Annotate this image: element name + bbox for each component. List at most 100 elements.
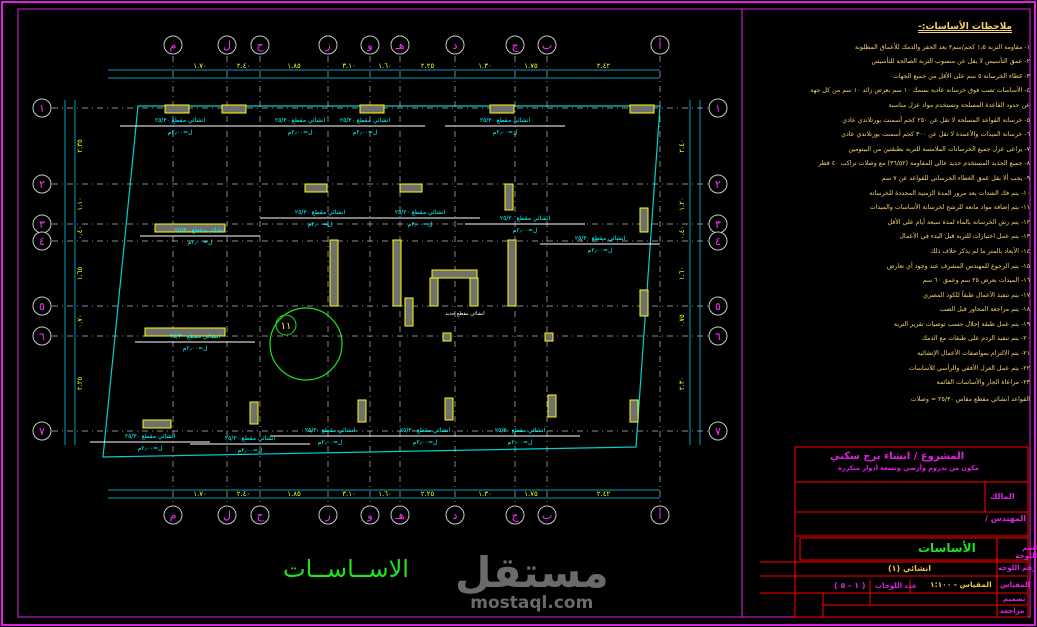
axis-bubble[interactable] — [360, 505, 380, 525]
axis-bubble[interactable] — [250, 35, 270, 55]
left-dimension: ٠.٤٠ — [76, 226, 84, 240]
right-dimension: ١.٢٠ — [678, 197, 686, 211]
footing-length: ل=٢٫٠٠م — [308, 221, 333, 228]
row-axis-label: ٦ — [39, 330, 45, 343]
note-item: ٣- غطاء الخرسانة ٥ سم على الأقل من جميع … — [892, 72, 1030, 80]
footing-label: انشائي مقطع ٢٥/٣٠ — [155, 117, 206, 124]
project-subtitle: مكون من بدروم وأرضي وتسعة أدوار متكررة — [838, 464, 979, 472]
axis-bubble[interactable] — [250, 505, 270, 525]
row-axis-label: ٢ — [39, 178, 45, 191]
bottom-dimension: ١.٨٥ — [287, 490, 301, 498]
footing — [249, 401, 259, 425]
right-dimension: ٢.٣٠ — [678, 377, 686, 391]
footing-length: ل=٢٫٠٠م — [413, 439, 438, 446]
axis-bubble[interactable] — [505, 505, 525, 525]
footings: انشائي مقطع ٢٥/٣٠ ل=٢٫٠٠م انشائي مقطع ٢٥/٣… — [90, 104, 660, 454]
column-axis-label: هـ — [394, 39, 404, 52]
axis-bubble[interactable] — [32, 296, 52, 316]
column-axis-label: د — [453, 39, 458, 52]
footing — [359, 104, 385, 114]
footing-length: ل=٢٫٠٠م — [353, 129, 378, 136]
footing-length: ل=٢٫٠٠م — [513, 227, 538, 234]
column-axis-label: ز — [324, 509, 330, 522]
right-dimension: ٢.٤٠ — [678, 139, 686, 153]
center-note: انشائي مقطع جديد — [445, 311, 484, 317]
axis-bubble[interactable] — [32, 326, 52, 346]
footing-label: انشائي مقطع ٢٥/٣٠ — [340, 117, 391, 124]
footing-label: انشائي مقطع ٢٥/٣٠ — [175, 227, 226, 234]
row-axis-label: ٦ — [715, 330, 721, 343]
top-dimension: ١.٦٠ — [378, 62, 392, 70]
column-axis-label: ز — [324, 39, 330, 52]
top-dimension: ٣.١٠ — [342, 62, 356, 70]
axis-bubble[interactable] — [650, 505, 670, 525]
column-axis-label: ب — [542, 39, 552, 52]
axis-bubble[interactable] — [708, 98, 728, 118]
left-dimension: ٢.٢٥ — [76, 377, 84, 391]
column-axis-label: و — [366, 509, 372, 522]
note-item: ٨- جميع الحديد المستخدم حديد عالي المقاو… — [818, 160, 1030, 168]
axis-bubble[interactable] — [445, 35, 465, 55]
note-item: ١٨- يتم مراجعة المحاور قبل الصب — [939, 306, 1030, 314]
left-dimension: ١.٦٥ — [76, 267, 84, 281]
axis-bubble[interactable] — [708, 231, 728, 251]
axis-bubble[interactable] — [708, 421, 728, 441]
axis-bubble[interactable] — [537, 505, 557, 525]
axis-bubble[interactable] — [708, 326, 728, 346]
axis-bubble[interactable] — [650, 35, 670, 55]
drawing-name-label: اسم اللوحة — [1015, 544, 1037, 560]
left-dimension: ٠.٧٠ — [76, 314, 84, 328]
top-dimension: ١.٨٥ — [287, 62, 301, 70]
axis-bubble[interactable] — [360, 35, 380, 55]
footing — [329, 239, 339, 307]
detail-number-bubble[interactable] — [275, 314, 297, 336]
note-item: ١٥- يتم الرجوع للمهندس المشرف عند وجود أ… — [886, 262, 1030, 270]
footing-label: انشائي مقطع ٢٥/٣٠ — [495, 427, 546, 434]
notes-footnote: القواعد انشائي مقطع مقاس ٢٥/٣٠ = وصلات — [910, 395, 1030, 403]
axis-bubble[interactable] — [32, 174, 52, 194]
axis-bubble[interactable] — [32, 231, 52, 251]
footing-label: انشائي مقطع ٢٥/٣٠ — [275, 117, 326, 124]
axis-bubble[interactable] — [445, 505, 465, 525]
column-axis-label: ج — [511, 39, 519, 52]
detail-callout-circle[interactable] — [269, 307, 343, 381]
axis-bubble[interactable] — [32, 421, 52, 441]
footing — [304, 183, 328, 193]
footing-length: ل=٢٫٠٠م — [183, 345, 208, 352]
footing — [444, 397, 454, 421]
footing — [629, 104, 655, 114]
footing — [392, 239, 402, 307]
axis-bubble[interactable] — [318, 505, 338, 525]
footing — [144, 327, 226, 337]
axis-bubble[interactable] — [708, 174, 728, 194]
axis-bubble[interactable] — [390, 505, 410, 525]
axis-bubble[interactable] — [505, 35, 525, 55]
axis-bubble[interactable] — [217, 505, 237, 525]
footing — [489, 104, 515, 114]
left-dimension: ١.١٠ — [76, 197, 84, 211]
footing-label: انشائي مقطع ٢٥/٣٠ — [575, 235, 626, 242]
axis-bubble[interactable] — [163, 505, 183, 525]
footing — [164, 104, 190, 114]
axis-bubble[interactable] — [318, 35, 338, 55]
axis-bubble[interactable] — [32, 98, 52, 118]
column-axis-label: م — [170, 39, 177, 52]
axis-bubble[interactable] — [708, 296, 728, 316]
top-dimension: ٢.٢٥ — [421, 62, 435, 70]
note-item: ١٦- الميدات بعرض ٢٥ سم وعمق ٦٠ سم — [922, 277, 1030, 285]
left-dimension: ٢.٣٥ — [76, 139, 84, 153]
note-item: ٧- يراعى عزل جميع الخرسانات الملامسة للت… — [848, 145, 1030, 153]
axis-bubble[interactable] — [537, 35, 557, 55]
footing — [142, 419, 172, 429]
footing — [154, 223, 226, 233]
axis-bubble[interactable] — [217, 35, 237, 55]
footing — [507, 239, 517, 307]
row-axis-label: ٥ — [715, 300, 721, 313]
footing — [429, 277, 439, 307]
axis-bubble[interactable] — [390, 35, 410, 55]
row-axis-label: ٣ — [715, 218, 721, 231]
top-dimension: ١.٣٠ — [478, 62, 492, 70]
row-axis-label: ١ — [715, 102, 721, 115]
axis-bubble[interactable] — [163, 35, 183, 55]
